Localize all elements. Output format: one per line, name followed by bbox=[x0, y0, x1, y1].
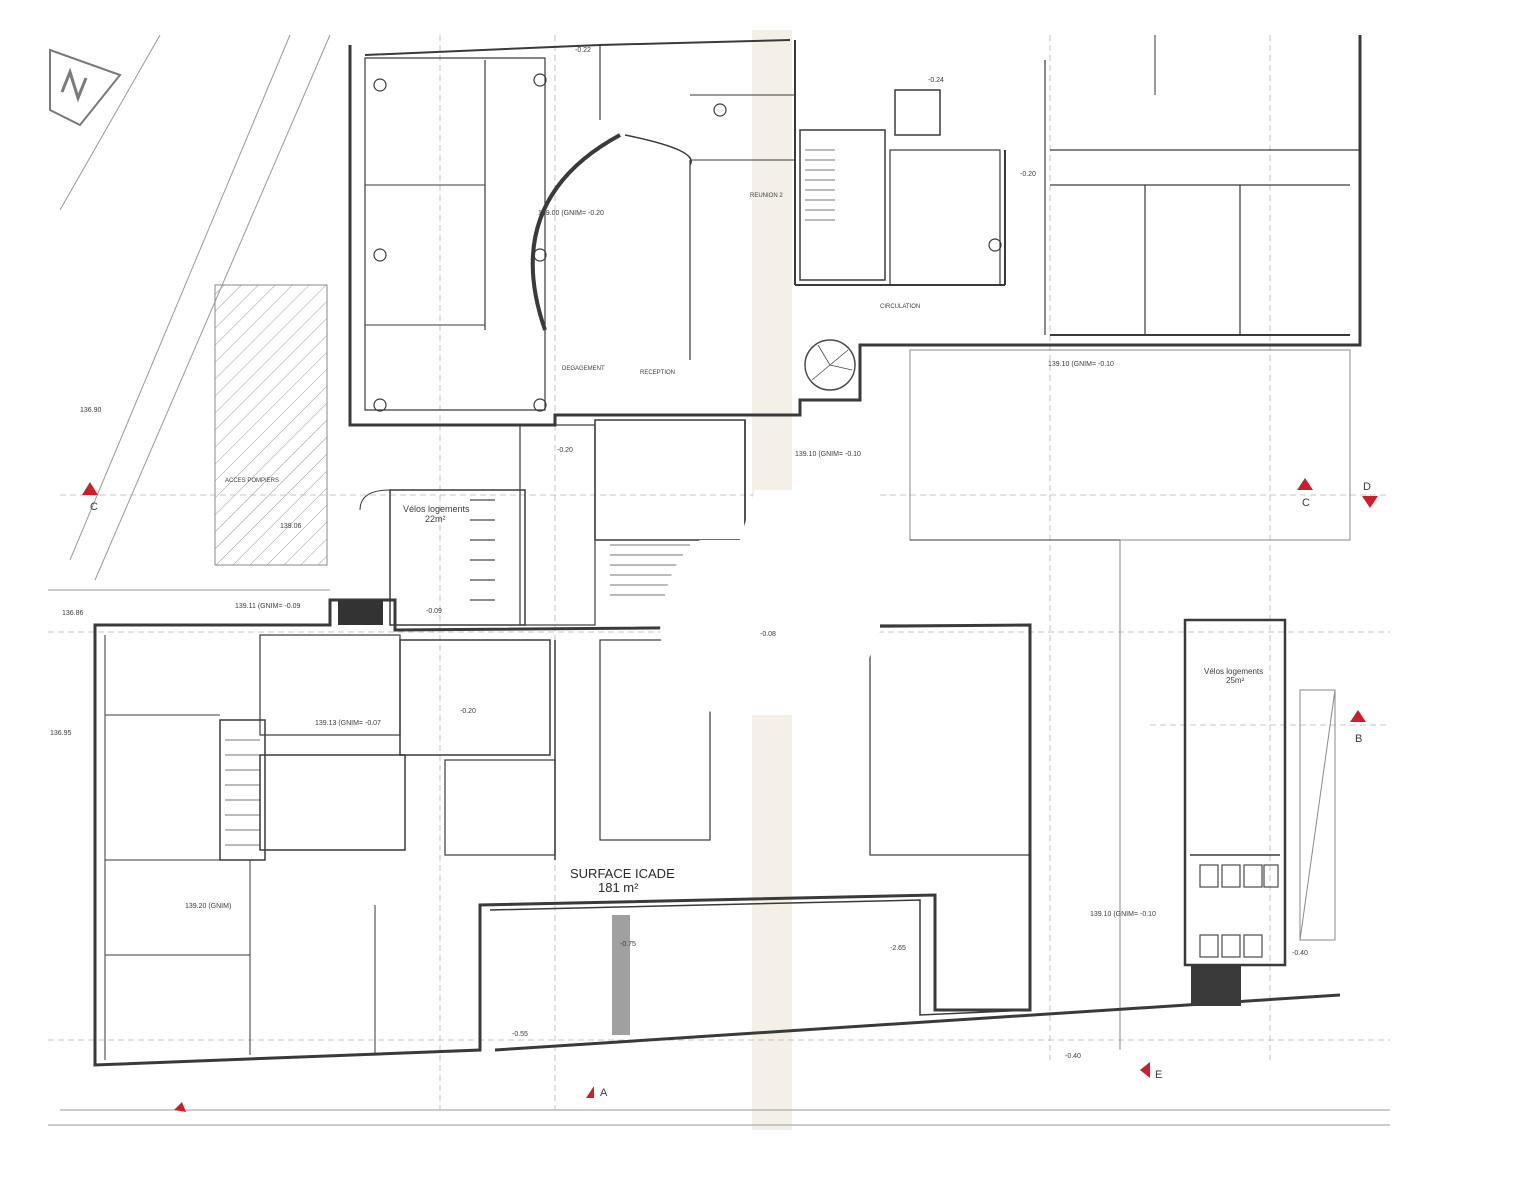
surface-area: 181 m² bbox=[598, 880, 639, 895]
dim-10: -0.40 bbox=[1292, 950, 1308, 957]
section-label-d: D bbox=[1363, 481, 1371, 493]
room-velos-2-name: Vélos logements bbox=[1204, 667, 1263, 676]
dim-3: -0.24 bbox=[928, 77, 944, 84]
dim-7: -0.75 bbox=[620, 941, 636, 948]
dim-2: -0.22 bbox=[575, 47, 591, 54]
level-label-3: 139.10 (GNIM= -0.10 bbox=[795, 451, 861, 458]
section-marker-b bbox=[1350, 710, 1366, 722]
section-marker-c-right bbox=[1297, 478, 1313, 490]
spot-level-2: 139.06 bbox=[280, 523, 302, 530]
section-marker-c-left bbox=[82, 482, 98, 495]
room-degagement: DEGAGEMENT bbox=[562, 366, 605, 372]
room-reunion: REUNION 2 bbox=[750, 193, 783, 199]
column-strip bbox=[612, 915, 630, 1035]
room-reception: RECEPTION bbox=[640, 370, 675, 376]
redaction-blob bbox=[660, 490, 889, 715]
shaft-block bbox=[338, 600, 383, 625]
section-marker-d bbox=[1362, 496, 1378, 508]
spot-level-3: 136.86 bbox=[62, 610, 84, 617]
section-marker-a bbox=[586, 1086, 594, 1098]
dim-1: -0.20 bbox=[557, 447, 573, 454]
section-label-b: B bbox=[1355, 733, 1362, 745]
level-label-6: 139.20 (GNIM) bbox=[185, 903, 231, 910]
level-label-4: 139.11 (GNIM= -0.09 bbox=[235, 603, 301, 610]
room-velos-2-area: 25m² bbox=[1226, 676, 1245, 685]
section-label-e: E bbox=[1155, 1069, 1162, 1081]
walls bbox=[93, 35, 1362, 1067]
dim-11: -0.40 bbox=[1065, 1053, 1081, 1060]
dim-5: -0.08 bbox=[760, 631, 776, 638]
dim-4: -0.20 bbox=[1020, 171, 1036, 178]
surface-title: SURFACE ICADE bbox=[570, 866, 675, 881]
section-marker-bottom bbox=[174, 1102, 186, 1112]
dim-8: -2.65 bbox=[890, 945, 906, 952]
site-boundary bbox=[48, 34, 1390, 1126]
level-label-1: 139.00 (GNIM= -0.20 bbox=[538, 210, 604, 217]
acces-pompiers-zone bbox=[214, 284, 328, 566]
room-acces-pompiers: ACCES POMPIERS bbox=[225, 478, 279, 484]
dim-9: -0.55 bbox=[512, 1031, 528, 1038]
room-velos-1-area: 22m² bbox=[425, 514, 446, 524]
north-arrow-icon bbox=[49, 48, 122, 127]
section-label-c-left: C bbox=[90, 501, 98, 513]
section-markers bbox=[82, 478, 1378, 1112]
dim-6: -0.09 bbox=[426, 608, 442, 615]
level-label-5: 139.13 (GNIM= -0.07 bbox=[315, 720, 381, 727]
level-label-2: 139.10 (GNIM= -0.10 bbox=[1048, 361, 1114, 368]
section-label-c-right: C bbox=[1302, 497, 1310, 509]
room-velos-1-name: Vélos logements bbox=[403, 504, 470, 514]
spot-level-1: 136.90 bbox=[80, 407, 102, 414]
section-marker-e bbox=[1140, 1062, 1150, 1078]
section-label-a: A bbox=[600, 1087, 608, 1099]
room-circulation: CIRCULATION bbox=[880, 304, 920, 310]
dim-12: -0.20 bbox=[460, 708, 476, 715]
bike-racks bbox=[470, 499, 1279, 958]
spot-level-4: 136.95 bbox=[50, 730, 72, 737]
level-label-7: 139.10 (GNIM= -0.10 bbox=[1090, 911, 1156, 918]
columns bbox=[373, 73, 1002, 412]
